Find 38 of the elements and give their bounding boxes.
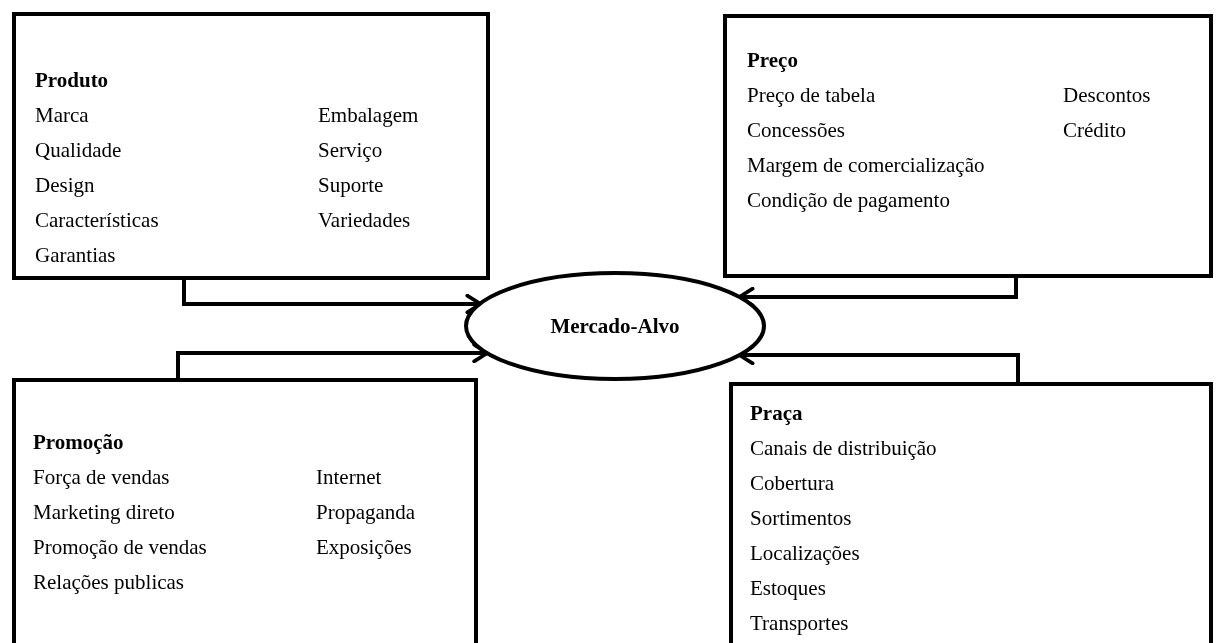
list-item: Localizações: [750, 541, 860, 565]
box-heading: Promoção: [33, 430, 124, 454]
list-item: Exposições: [316, 535, 412, 559]
list-item: Relações publicas: [33, 570, 185, 594]
list-item: Condição de pagamento: [747, 188, 950, 212]
list-item: Preço de tabela: [747, 83, 876, 107]
list-item: Design: [35, 173, 95, 197]
list-item: Margem de comercialização: [747, 153, 985, 177]
list-item: Concessões: [747, 118, 845, 142]
box-heading: Praça: [750, 401, 803, 425]
list-item: Internet: [316, 465, 382, 489]
list-item: Marca: [35, 103, 89, 127]
target-ellipse: [464, 271, 766, 381]
list-item: Características: [35, 208, 159, 232]
list-item: Garantias: [35, 243, 116, 267]
list-item: Transportes: [750, 611, 849, 635]
list-item: Serviço: [318, 138, 383, 162]
box-heading: Preço: [747, 48, 798, 72]
list-item: Qualidade: [35, 138, 122, 162]
node-label: Mercado-Alvo: [549, 314, 681, 338]
list-item: Embalagem: [318, 103, 419, 127]
list-item: Cobertura: [750, 471, 834, 495]
list-item: Crédito: [1063, 118, 1126, 142]
box-heading: Produto: [35, 68, 109, 92]
list-item: Marketing direto: [33, 500, 175, 524]
list-item: Promoção de vendas: [33, 535, 207, 559]
list-item: Descontos: [1063, 83, 1151, 107]
list-item: Força de vendas: [33, 465, 170, 489]
list-item: Canais de distribuição: [750, 436, 937, 460]
list-item: Propaganda: [316, 500, 416, 524]
list-item: Estoques: [750, 576, 826, 600]
list-item: Variedades: [318, 208, 411, 232]
category-box: [723, 14, 1213, 278]
list-item: Suporte: [318, 173, 384, 197]
category-box: [12, 378, 478, 643]
category-box: [729, 382, 1213, 643]
category-box: [12, 12, 490, 280]
list-item: Sortimentos: [750, 506, 852, 530]
